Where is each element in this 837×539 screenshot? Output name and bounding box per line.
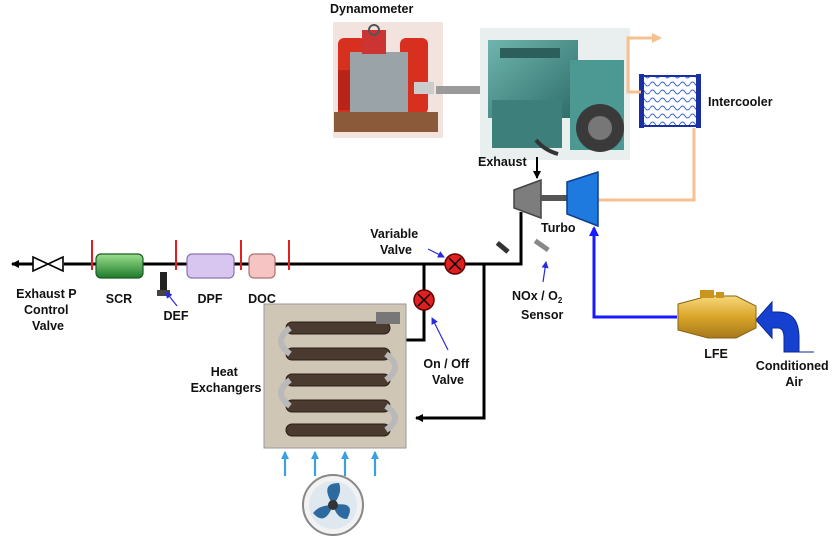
intake-air-line (589, 226, 677, 319)
flanges (91, 240, 290, 270)
charge-air-line (598, 33, 696, 202)
scr-icon (95, 253, 144, 279)
def-injector-icon (157, 272, 170, 296)
exhaust-p-control-valve-label: Exhaust P Control Valve (16, 287, 80, 333)
dynamometer-label: Dynamometer (330, 2, 413, 16)
turbo-label: Turbo (541, 221, 576, 235)
fan-icon (302, 474, 364, 536)
nox-sensor-label: NOx / O2 Sensor (512, 289, 566, 322)
turbo-icon (513, 170, 599, 228)
scr-label: SCR (106, 292, 132, 306)
nox-sensor-icon (495, 238, 550, 254)
cooling-air-arrows (281, 451, 379, 476)
dpf-icon (186, 253, 235, 279)
heat-exchangers-label: Heat Exchangers (191, 365, 262, 395)
intercooler-label: Intercooler (708, 95, 773, 109)
engine-image (480, 28, 630, 160)
conditioned-air-arrow (755, 300, 814, 353)
heat-exchanger-image (263, 303, 407, 449)
on-off-valve-label: On / Off Valve (423, 357, 472, 387)
exhaust-p-control-valve-icon (32, 255, 64, 273)
lfe-label: LFE (704, 347, 728, 361)
dpf-label: DPF (198, 292, 223, 306)
dynamometer-image (333, 22, 443, 138)
intercooler-icon (639, 74, 701, 128)
variable-valve-icon (444, 253, 466, 275)
doc-label: DOC (248, 292, 276, 306)
doc-icon (248, 253, 276, 279)
conditioned-air-label: Conditioned Air (756, 359, 832, 389)
drive-shaft (436, 86, 482, 94)
on-off-valve-icon (413, 289, 435, 311)
lfe-icon (677, 290, 757, 339)
def-label: DEF (164, 309, 189, 323)
pointer-arrows (165, 248, 549, 351)
exhaust-label: Exhaust (478, 155, 527, 169)
variable-valve-label: Variable Valve (370, 227, 421, 257)
